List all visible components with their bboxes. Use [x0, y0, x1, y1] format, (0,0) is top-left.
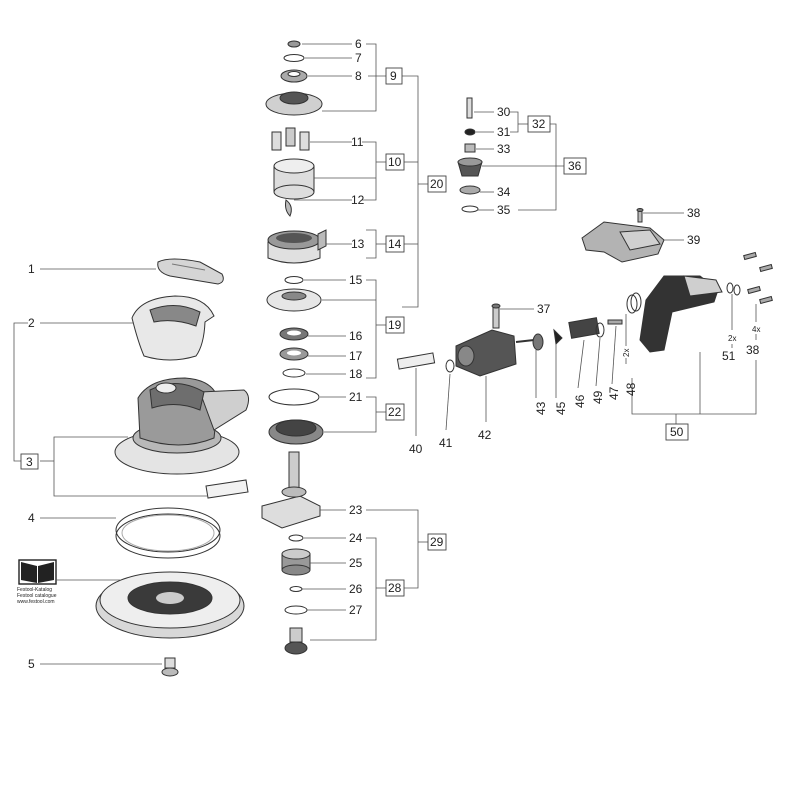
label-2: 2 [28, 316, 35, 330]
part-screw-5 [161, 657, 179, 677]
label-28: 28 [388, 581, 402, 595]
label-19: 19 [388, 318, 402, 332]
label-49: 49 [591, 390, 605, 404]
center-leader-lines [294, 43, 428, 641]
label-51: 51 [722, 349, 736, 363]
catalog-book-icon [18, 559, 57, 585]
label-46: 46 [573, 394, 587, 408]
label-16: 16 [349, 329, 363, 343]
label-32: 32 [532, 117, 546, 131]
label-14: 14 [388, 237, 402, 251]
label-31: 31 [497, 125, 511, 139]
qty-51: 2x [728, 334, 736, 343]
group-box-32 [527, 115, 551, 133]
qty-48: 2x [622, 349, 631, 357]
label-20: 20 [430, 177, 444, 191]
part-handle-cover [157, 258, 224, 285]
label-4: 4 [28, 511, 35, 525]
valve-and-handle-parts [396, 208, 773, 377]
label-45: 45 [554, 401, 568, 415]
label-24: 24 [349, 531, 363, 545]
label-25: 25 [349, 556, 363, 570]
label-29: 29 [430, 535, 444, 549]
group-box-10 [385, 153, 405, 171]
center-column-parts [261, 40, 327, 655]
catalog-line-1: Festool-Katalog [17, 587, 52, 593]
qty-38: 4x [752, 325, 760, 334]
catalog-line-3: www.festool.com [17, 599, 55, 605]
label-36: 36 [568, 159, 582, 173]
label-38-side: 38 [746, 343, 760, 357]
group-box-19 [385, 316, 405, 334]
group-box-3 [20, 453, 39, 470]
group-box-29 [427, 533, 447, 551]
part-housing-shell [131, 295, 215, 361]
label-26: 26 [349, 582, 363, 596]
label-42: 42 [478, 428, 492, 442]
catalog-line-2: Festool catalogue [17, 593, 57, 599]
label-39: 39 [687, 233, 701, 247]
part-protective-ring [115, 507, 221, 559]
gear-leader-lines [474, 111, 564, 211]
group-box-28 [385, 579, 405, 597]
label-37: 37 [537, 302, 551, 316]
label-7: 7 [355, 51, 362, 65]
label-23: 23 [349, 503, 363, 517]
label-13: 13 [351, 237, 365, 251]
part-sanding-pad [95, 571, 245, 639]
label-33: 33 [497, 142, 511, 156]
label-27: 27 [349, 603, 363, 617]
label-6: 6 [355, 37, 362, 51]
label-17: 17 [349, 349, 363, 363]
label-5: 5 [28, 657, 35, 671]
label-21: 21 [349, 390, 363, 404]
group-box-14 [385, 235, 405, 253]
label-11: 11 [351, 135, 364, 149]
label-1: 1 [28, 262, 35, 276]
label-9: 9 [390, 69, 397, 83]
group-box-22 [385, 403, 405, 421]
label-48: 48 [624, 382, 638, 396]
part-label-strip [205, 479, 249, 499]
group-box-50 [665, 423, 689, 441]
part-sander-assembly [114, 377, 250, 475]
label-3: 3 [26, 455, 33, 469]
label-8: 8 [355, 69, 362, 83]
label-40: 40 [409, 442, 423, 456]
left-leader-lines [13, 268, 208, 665]
label-15: 15 [349, 273, 363, 287]
label-47: 47 [607, 386, 621, 400]
group-box-36 [563, 157, 587, 175]
label-41: 41 [439, 436, 453, 450]
label-35: 35 [497, 203, 511, 217]
label-12: 12 [351, 193, 365, 207]
label-10: 10 [388, 155, 402, 169]
label-38-top: 38 [687, 206, 701, 220]
label-50: 50 [670, 425, 684, 439]
gear-parts-30-36 [457, 97, 483, 213]
label-43: 43 [534, 401, 548, 415]
group-box-9 [385, 67, 403, 85]
valve-leader-lines [415, 212, 757, 436]
group-box-20 [427, 175, 447, 193]
label-30: 30 [497, 105, 511, 119]
label-34: 34 [497, 185, 511, 199]
label-22: 22 [388, 405, 402, 419]
label-18: 18 [349, 367, 363, 381]
